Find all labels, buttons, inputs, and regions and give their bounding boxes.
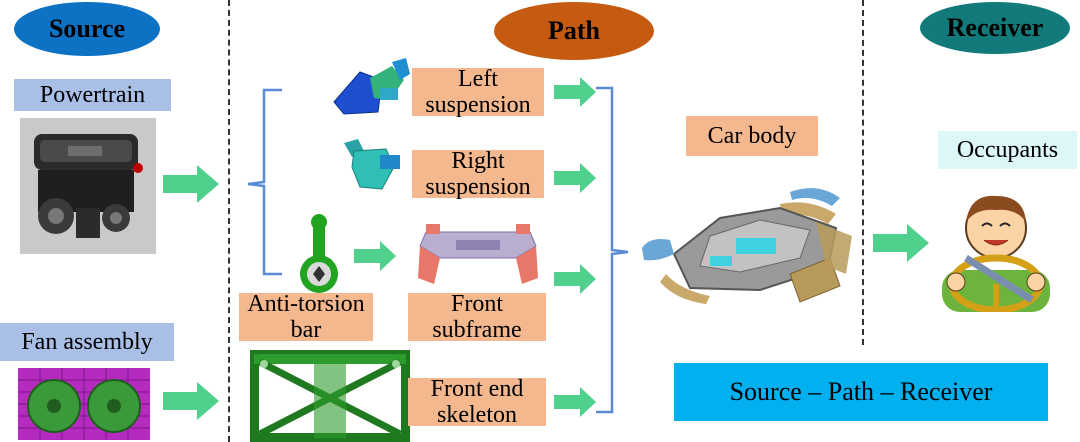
- car-body-label: Car body: [686, 116, 818, 156]
- path-bracket-right: [596, 86, 629, 414]
- right-suspension-label: Right suspension: [412, 148, 544, 200]
- occupant-driver-image: [942, 195, 1050, 312]
- front-end-skeleton-arrow: [554, 387, 596, 417]
- anti-torsion-bar-image: [300, 214, 338, 293]
- front-end-skeleton-label: Front end skeleton: [408, 376, 546, 428]
- anti-torsion-arrow: [354, 241, 396, 271]
- car-body-image: [642, 188, 852, 304]
- left-suspension-image: [333, 58, 410, 115]
- front-end-skeleton-image: [250, 350, 410, 442]
- front-subframe-arrow: [554, 264, 596, 294]
- left-suspension-arrow: [554, 77, 596, 107]
- left-suspension-label: Left suspension: [412, 66, 544, 118]
- receiver-header: Receiver: [920, 2, 1070, 54]
- powertrain-label: Powertrain: [14, 79, 171, 111]
- path-bracket-left: [247, 88, 282, 276]
- fan-assembly-label: Fan assembly: [0, 323, 174, 361]
- path-header: Path: [494, 2, 654, 60]
- occupants-label: Occupants: [938, 131, 1077, 169]
- powertrain-arrow: [163, 165, 219, 203]
- right-suspension-arrow: [554, 163, 596, 193]
- source-header: Source: [14, 2, 160, 56]
- anti-torsion-bar-label: Anti-torsion bar: [239, 291, 373, 343]
- source-path-receiver-box: Source – Path – Receiver: [674, 363, 1048, 421]
- separator-path-receiver: [862, 0, 864, 345]
- fan-assembly-arrow: [163, 382, 219, 420]
- engine-image: [20, 118, 156, 254]
- car-body-to-occupants-arrow: [873, 224, 929, 262]
- front-subframe-label: Front subframe: [408, 291, 546, 343]
- fan-assembly-image: [18, 368, 150, 440]
- separator-source-path: [228, 0, 230, 442]
- right-suspension-image: [344, 139, 400, 190]
- front-subframe-image: [418, 224, 538, 284]
